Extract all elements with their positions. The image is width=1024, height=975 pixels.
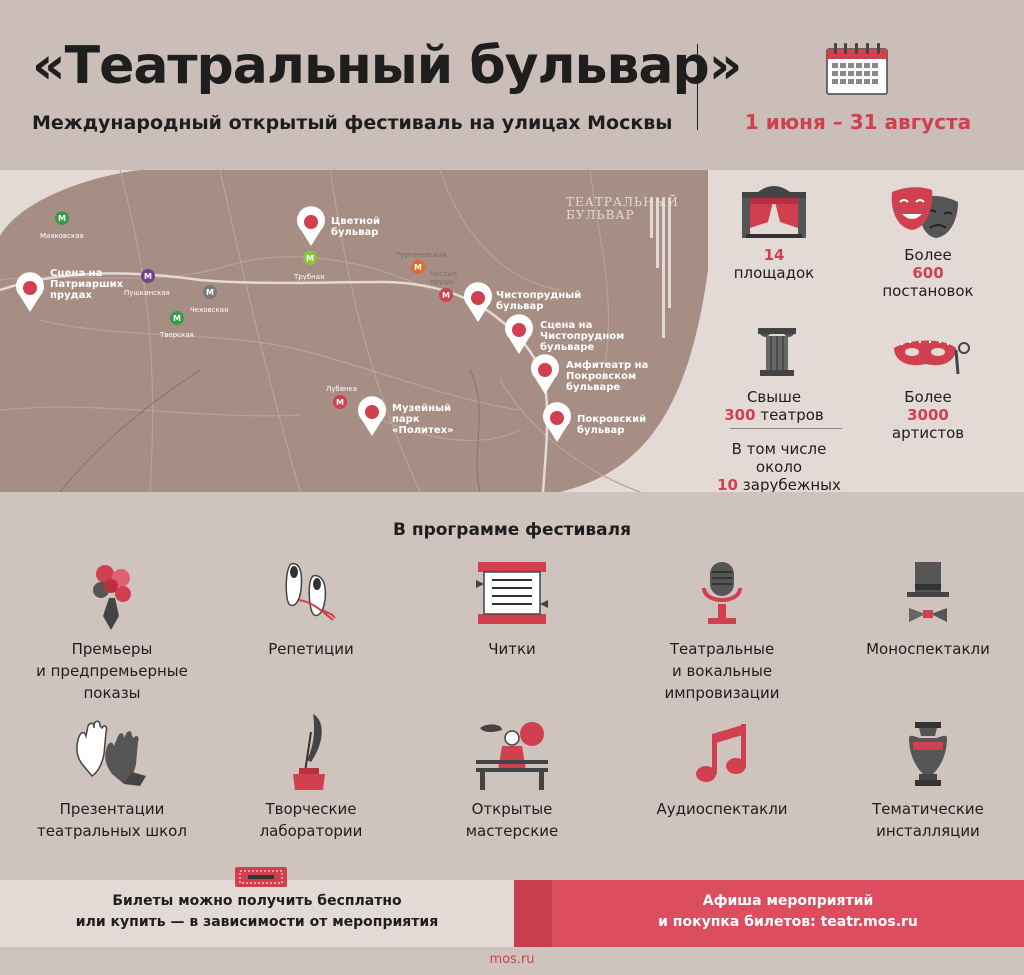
gloves-icon <box>76 720 146 786</box>
music-note-icon <box>696 724 746 782</box>
top-hat-icon <box>907 562 949 622</box>
svg-text:М: М <box>414 263 422 272</box>
metro-markers: М М М М М М М М <box>55 211 453 409</box>
station-label: Лубянка <box>326 385 358 393</box>
festival-map: ТЕАТРАЛЬНЫЙ БУЛЬВАР М М М М М М М М Маяк… <box>0 170 708 492</box>
ticket-icon <box>235 867 287 887</box>
venue-pins <box>14 206 571 442</box>
program-item-rehearsals: Репетиции <box>211 560 411 660</box>
station-label: Маяковская <box>40 232 84 240</box>
venue-label: Чистопрудный бульвар <box>496 290 582 312</box>
page-title: «Театральный бульвар» <box>32 36 742 96</box>
station-label: Тургеневская <box>396 251 447 259</box>
stat-theatres: Свыше 300 театров <box>724 388 824 424</box>
calendar-icon <box>826 43 888 95</box>
svg-text:М: М <box>206 288 214 297</box>
header-divider <box>697 44 698 130</box>
stat-shows: Более 600 постановок <box>882 246 974 300</box>
festival-stats: 14 площадок Более 600 постановок Свыше 3… <box>708 170 1024 494</box>
stat-divider <box>730 428 842 429</box>
venue-label: Сцена на Патриарших прудах <box>50 268 124 301</box>
microphone-icon <box>702 562 742 624</box>
tickets-site-link[interactable]: и покупка билетов: teatr.mos.ru <box>658 914 918 930</box>
station-label: Трубная <box>294 273 325 281</box>
poster-link-banner[interactable]: Афиша мероприятий и покупка билетов: tea… <box>514 880 1024 947</box>
venue-label: Сцена на Чистопрудном бульваре <box>540 320 625 353</box>
workshop-bench-icon <box>476 722 548 790</box>
flowers-icon <box>93 565 131 630</box>
station-label: Чистые пруды <box>430 270 458 286</box>
page-subtitle: Международный открытый фестиваль на улиц… <box>32 112 673 134</box>
svg-text:М: М <box>306 254 314 263</box>
tickets-info: Билеты можно получить бесплатно или купи… <box>0 880 514 947</box>
svg-text:М: М <box>336 398 344 407</box>
stage-icon <box>742 186 806 238</box>
banner-accent <box>514 880 552 947</box>
stat-venues: 14 площадок <box>733 246 815 282</box>
column-icon <box>758 328 796 376</box>
theatre-masks-icon <box>891 187 958 238</box>
program-item-monoshows: Моноспектакли <box>828 560 1024 660</box>
quill-inkwell-icon <box>293 714 325 790</box>
carnival-mask-icon <box>894 340 970 375</box>
venue-label: Музейный парк «Политех» <box>392 403 454 436</box>
svg-text:М: М <box>173 314 181 323</box>
festival-dates: 1 июня – 31 августа <box>744 110 972 134</box>
map-background <box>0 170 708 492</box>
svg-text:М: М <box>442 291 450 300</box>
station-label: Пушкинская <box>124 289 170 297</box>
station-label: Чеховская <box>190 306 229 314</box>
svg-text:М: М <box>58 214 66 223</box>
program-item-audio-shows: Аудиоспектакли <box>622 720 822 820</box>
station-label: Тверская <box>160 331 194 339</box>
venue-label: Покровский бульвар <box>577 414 647 436</box>
header: «Театральный бульвар» Международный откр… <box>0 0 1024 170</box>
site-link[interactable]: mos.ru <box>489 952 535 967</box>
stat-artists: Более 3000 артистов <box>891 388 965 442</box>
festival-logo: ТЕАТРАЛЬНЫЙ БУЛЬВАР <box>566 195 679 222</box>
program-item-readings: Читки <box>412 560 612 660</box>
map-pin-icon <box>14 236 46 268</box>
pointe-shoes-icon <box>285 562 336 621</box>
venue-label: Цветной бульвар <box>331 216 380 238</box>
svg-text:М: М <box>144 272 152 281</box>
scroll-icon <box>476 562 548 624</box>
program-title: В программе фестиваля <box>392 520 632 540</box>
venue-label: Амфитеатр на Покровском бульваре <box>566 360 649 393</box>
vase-icon <box>909 722 947 786</box>
stat-foreign: В том числе около 10 зарубежных <box>717 440 841 494</box>
